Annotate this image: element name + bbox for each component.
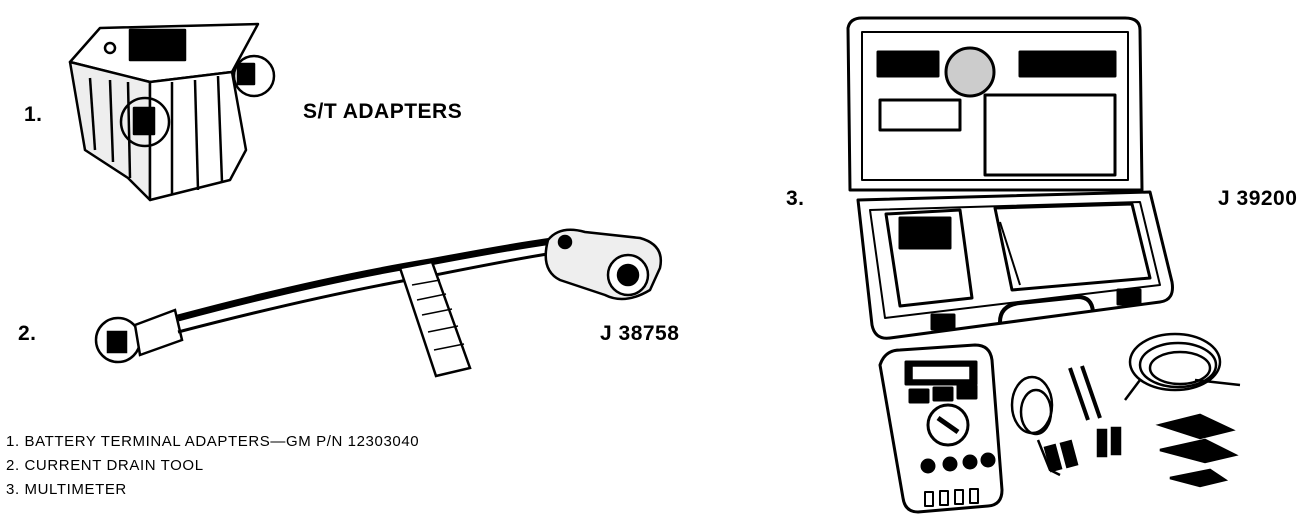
legend-item-1: 1. BATTERY TERMINAL ADAPTERS—GM P/N 1230… bbox=[6, 433, 420, 450]
item-3-number: 3. bbox=[786, 187, 805, 210]
test-leads-illustration bbox=[1010, 332, 1241, 488]
item-2-tool-number: J 38758 bbox=[600, 322, 680, 345]
legend-item-3: 3. MULTIMETER bbox=[6, 481, 127, 498]
item-3-tool-number: J 39200 bbox=[1218, 187, 1298, 210]
battery-illustration bbox=[68, 22, 276, 202]
current-drain-tool-illustration bbox=[94, 228, 663, 378]
carrying-case-illustration bbox=[846, 16, 1174, 340]
item-1-number: 1. bbox=[24, 103, 43, 126]
item-1-title: S/T ADAPTERS bbox=[303, 100, 463, 123]
legend-item-2: 2. CURRENT DRAIN TOOL bbox=[6, 457, 204, 474]
item-2-number: 2. bbox=[18, 322, 37, 345]
legend: 1. BATTERY TERMINAL ADAPTERS—GM P/N 1230… bbox=[6, 430, 419, 502]
multimeter-illustration bbox=[878, 343, 1004, 514]
